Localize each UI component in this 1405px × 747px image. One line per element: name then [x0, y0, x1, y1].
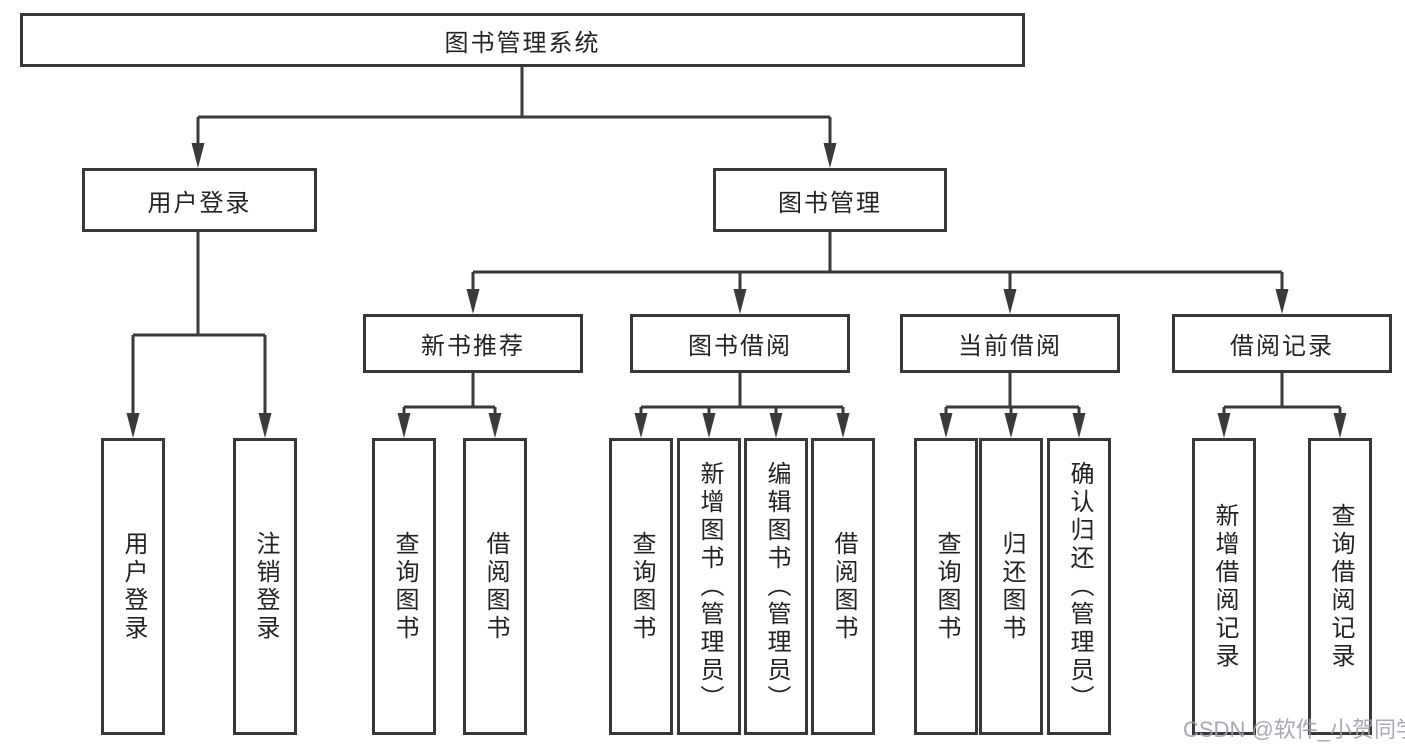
- leaf-user-login: 用户登录: [101, 438, 165, 735]
- node-book-borrow: 图书借阅: [630, 314, 850, 373]
- leaf-query-books-borrow: 查询图书: [609, 438, 673, 735]
- leaf-add-borrow-record: 新增借阅记录: [1192, 438, 1256, 735]
- leaf-borrow-books-recommend: 借阅图书: [463, 438, 527, 735]
- leaf-logout-label: 注销登录: [252, 530, 279, 643]
- node-new-book-recommend-label: 新书推荐: [421, 333, 525, 360]
- leaf-query-books-borrow-label: 查询图书: [628, 530, 655, 643]
- node-book-borrow-label: 图书借阅: [688, 333, 792, 360]
- leaf-borrow-books-label: 借阅图书: [830, 530, 857, 643]
- leaf-edit-books-admin-label: 编辑图书（管理员）: [763, 460, 790, 713]
- node-root-system: 图书管理系统: [20, 13, 1025, 67]
- leaf-return-books: 归还图书: [979, 438, 1043, 735]
- leaf-query-books-current: 查询图书: [914, 438, 978, 735]
- node-user-login-label: 用户登录: [147, 189, 252, 217]
- leaf-add-books-admin-label: 新增图书（管理员）: [696, 460, 723, 713]
- leaf-add-borrow-record-label: 新增借阅记录: [1211, 502, 1238, 671]
- leaf-confirm-return-admin: 确认归还（管理员）: [1047, 438, 1111, 735]
- leaf-add-books-admin: 新增图书（管理员）: [677, 438, 741, 735]
- node-current-borrow: 当前借阅: [900, 314, 1120, 373]
- leaf-edit-books-admin: 编辑图书（管理员）: [744, 438, 808, 735]
- leaf-borrow-books-recommend-label: 借阅图书: [482, 530, 509, 643]
- leaf-query-borrow-record-label: 查询借阅记录: [1327, 502, 1354, 671]
- leaf-logout: 注销登录: [233, 438, 297, 735]
- csdn-watermark: CSDN @软件_小贺同学: [1183, 717, 1405, 742]
- leaf-query-books-recommend: 查询图书: [372, 438, 436, 735]
- node-current-borrow-label: 当前借阅: [958, 333, 1062, 360]
- leaf-borrow-books: 借阅图书: [811, 438, 875, 735]
- node-new-book-recommend: 新书推荐: [363, 314, 583, 373]
- leaf-query-books-current-label: 查询图书: [933, 530, 960, 643]
- leaf-query-borrow-record: 查询借阅记录: [1308, 438, 1372, 735]
- leaf-query-books-recommend-label: 查询图书: [391, 530, 418, 643]
- node-root-label: 图书管理系统: [444, 29, 601, 57]
- node-user-login: 用户登录: [82, 168, 317, 232]
- leaf-user-login-label: 用户登录: [120, 530, 147, 643]
- node-borrow-records-label: 借阅记录: [1230, 333, 1334, 360]
- node-borrow-records: 借阅记录: [1172, 314, 1392, 373]
- node-book-management-label: 图书管理: [778, 189, 882, 217]
- node-book-management: 图书管理: [713, 168, 947, 232]
- leaf-confirm-return-admin-label: 确认归还（管理员）: [1066, 460, 1093, 713]
- leaf-return-books-label: 归还图书: [998, 530, 1025, 643]
